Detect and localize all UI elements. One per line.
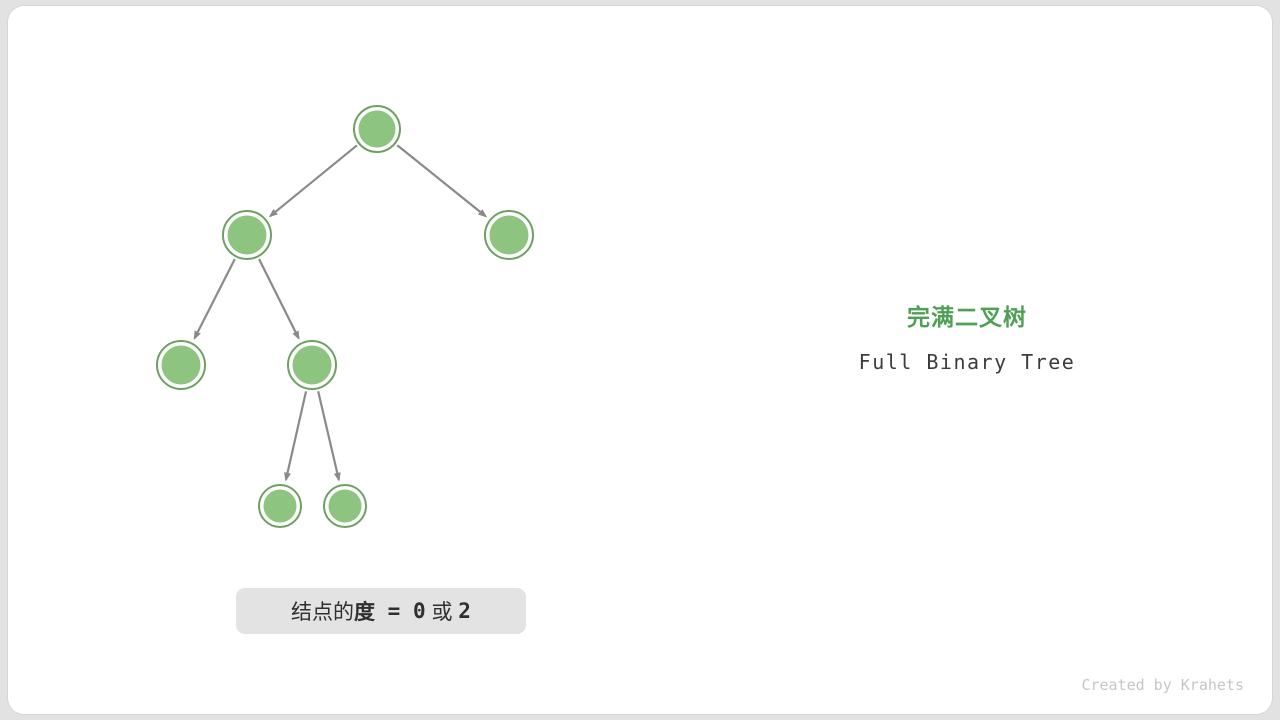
title-chinese: 完满二叉树 (907, 304, 1027, 330)
diagram-card (8, 6, 1272, 714)
label-degree: 度 (354, 601, 376, 624)
label-value-zero: 0 (412, 599, 426, 623)
degree-label: 结点的度 = 0 或 2 (236, 588, 526, 634)
label-prefix: 结点的 (291, 601, 355, 624)
credit-text: Created by Krahets (1081, 676, 1244, 694)
label-value-two: 2 (458, 599, 471, 623)
label-or: 或 (425, 601, 459, 624)
label-equals: = (375, 599, 413, 623)
title-english: Full Binary Tree (858, 350, 1076, 374)
title-block: 完满二叉树 Full Binary Tree (792, 298, 1142, 374)
